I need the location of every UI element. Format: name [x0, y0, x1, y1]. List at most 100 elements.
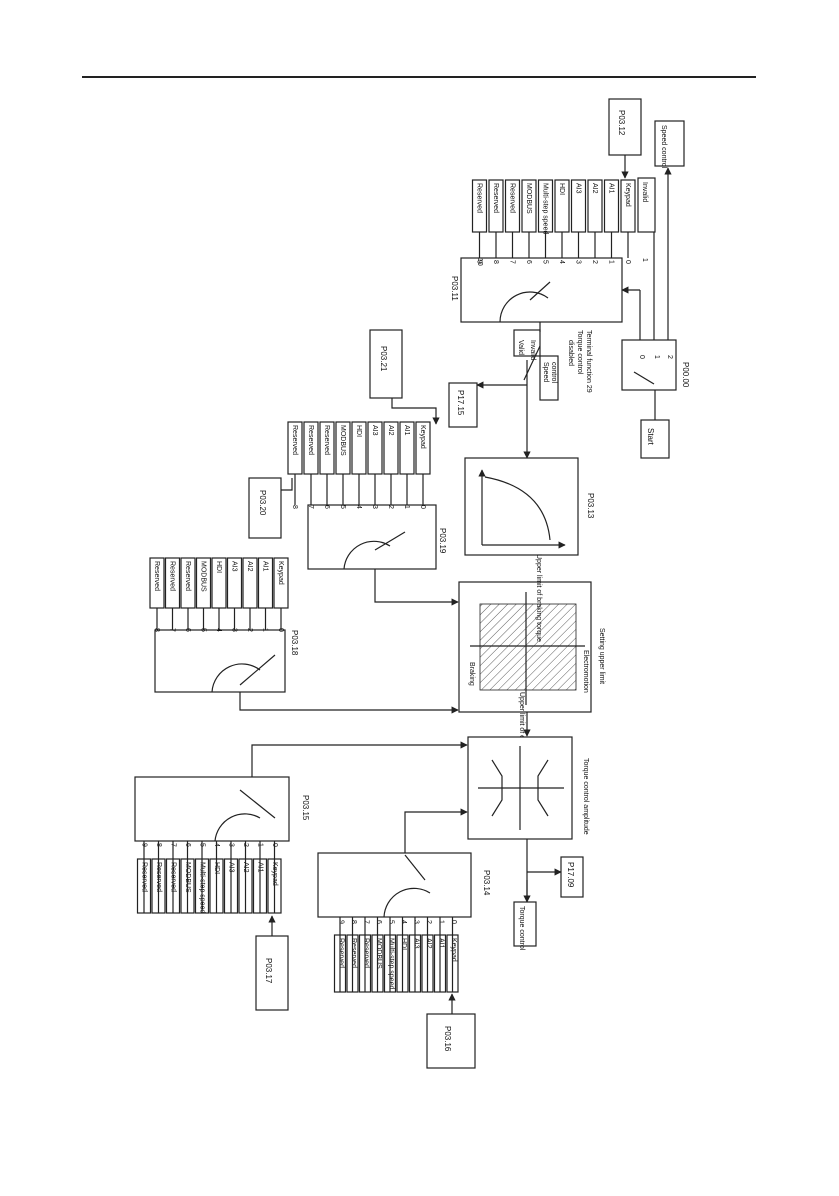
torque-amplitude-block — [467, 736, 573, 840]
p00-00-pos2: 2 — [666, 355, 673, 359]
torque-limit-quadrant: Braking Electromotion — [458, 581, 592, 713]
p03-14-label: P03.14 — [482, 870, 491, 896]
p03-11-option-label: MODBUS — [525, 183, 532, 214]
p03-19-option-num: 7 — [307, 505, 314, 509]
p03-18-label: P03.18 — [290, 630, 299, 656]
p03-19-option-label: Reserved — [307, 425, 314, 455]
p03-19-option-label: Reserved — [291, 425, 298, 455]
p03-19-option-num: 3 — [371, 505, 378, 509]
p03-14-option-num: 6 — [375, 920, 382, 924]
p03-11-invalid-num: 1 — [641, 258, 648, 262]
p03-17-box — [255, 935, 289, 1011]
p03-16-label: P03.16 — [443, 1026, 452, 1052]
p03-11-option-label: Reserved — [492, 183, 499, 213]
p03-11-option-num: 5 — [542, 260, 549, 264]
p03-14-selector: P03.14 — [317, 852, 491, 918]
p03-11-option-label: AI1 — [608, 183, 615, 194]
p03-14-option-num: 2 — [425, 920, 432, 924]
p03-18-option-label: Reserved — [184, 561, 191, 591]
terminal-valid-label: Valid — [517, 340, 524, 355]
quad-braking-label: Braking — [468, 662, 475, 686]
p03-15-label: P03.15 — [301, 795, 310, 821]
p03-11-option-label: Reserved — [509, 183, 516, 213]
p03-13-label: P03.13 — [586, 493, 595, 519]
p03-14-option-num: 4 — [400, 920, 407, 924]
p03-11-extra-num: 10 — [476, 258, 483, 266]
p03-14-option-num: 3 — [413, 920, 420, 924]
p03-11-option-label: AI2 — [591, 183, 598, 194]
p03-11-option-num: 9 — [476, 260, 483, 264]
terminal-invalid-label: Invalid — [529, 340, 536, 360]
p03-18-option-label: Keypad — [277, 561, 284, 585]
p03-19-option-num: 5 — [339, 505, 346, 509]
p03-14-option-label: MODBUS — [375, 938, 382, 969]
p03-18-option-label: AI1 — [262, 561, 269, 572]
p03-15-selector: P03.15 — [134, 776, 310, 842]
p03-19-items: Keypad0AI11AI22AI33HDI4MODBUS5Reserved6R… — [287, 421, 431, 509]
p03-14-option-num: 9 — [338, 920, 345, 924]
p03-19-option-label: HDI — [355, 425, 362, 437]
p03-11-option-num: 4 — [558, 260, 565, 264]
p03-11-option-num: 8 — [492, 260, 499, 264]
p03-14-option-label: Multi-step speed — [388, 938, 395, 989]
p03-20-box — [248, 477, 282, 539]
terminal-speed-label: Speed — [542, 362, 549, 382]
torque-amp-label: Torque control amplitude — [582, 758, 589, 835]
p03-14-option-label: Reserved — [363, 938, 370, 968]
p03-11-items: Keypad 0 AI1 1 AI2 2 AI3 3 HDI 4 Multi-step speed 5… — [471, 179, 636, 264]
p03-11-option-label: Keypad — [624, 183, 631, 207]
p03-12-box — [608, 98, 642, 156]
p03-11-selector: P03.11 — [450, 257, 623, 323]
p03-11-option-label: AI3 — [575, 183, 582, 194]
p03-19-option-label: Reserved — [323, 425, 330, 455]
p03-11-option-num: 1 — [608, 260, 615, 264]
p03-11-option-num: 2 — [591, 260, 598, 264]
p03-18-option-label: MODBUS — [200, 561, 207, 592]
p03-19-option-label: AI3 — [371, 425, 378, 436]
p03-11-invalid-label: Invalid — [641, 182, 648, 202]
quad-setting-upper-label: Setting upper limit — [598, 628, 605, 684]
p03-19-option-label: Keypad — [419, 425, 426, 449]
torque-control-label: Torque control — [518, 906, 525, 951]
p03-14-option-label: AI2 — [425, 938, 432, 949]
p03-19-option-num: 4 — [355, 505, 362, 509]
p03-11-option-num: 6 — [525, 260, 532, 264]
p03-19-option-num: 8 — [291, 505, 298, 509]
p03-14-option-num: 7 — [363, 920, 370, 924]
p03-19-option-label: AI1 — [403, 425, 410, 436]
p00-00-switch: P00.00 0 1 2 — [621, 339, 690, 391]
terminal-control-label: control — [550, 362, 557, 383]
p03-19-option-num: 2 — [387, 505, 394, 509]
p03-18-option-label: AI2 — [246, 561, 253, 572]
p03-11-invalid-box — [637, 177, 656, 233]
start-label: Start — [646, 428, 655, 446]
p03-18-option-label: HDI — [215, 561, 222, 573]
p03-12-label: P03.12 — [617, 110, 626, 136]
quad-upper-braking-label: Upper limit of braking torque — [535, 554, 542, 642]
p03-18-items: Keypad0AI11AI22AI33HDI4MODBUS5Reserved6R… — [149, 557, 289, 632]
p03-14-option-num: 5 — [388, 920, 395, 924]
p03-11-option-label: HDI — [558, 183, 565, 195]
p03-11-option-label: Multi-step speed — [542, 183, 549, 234]
p03-11-option-num: 3 — [575, 260, 582, 264]
p03-17-label: P03.17 — [264, 958, 273, 984]
p03-11-label: P03.11 — [450, 276, 459, 301]
terminal-speed-box — [539, 355, 559, 401]
torque-control-box — [513, 901, 537, 947]
p03-14-option-label: AI3 — [413, 938, 420, 949]
p03-14-option-num: 0 — [450, 920, 457, 924]
p17-15-label: P17.15 — [456, 390, 465, 416]
p03-21-box — [369, 329, 403, 399]
p03-14-option-num: 8 — [350, 920, 357, 924]
p03-14-option-label: Keypad — [450, 938, 457, 962]
p00-00-label: P00.00 — [681, 362, 690, 388]
p03-19-label: P03.19 — [438, 528, 447, 554]
p03-14-option-num: 1 — [438, 920, 445, 924]
p03-11-option-num: 0 — [624, 260, 631, 264]
p03-14-option-label: Reserved — [338, 938, 345, 968]
p03-19-option-num: 0 — [419, 505, 426, 509]
terminal-line2: Torque control — [576, 330, 583, 375]
